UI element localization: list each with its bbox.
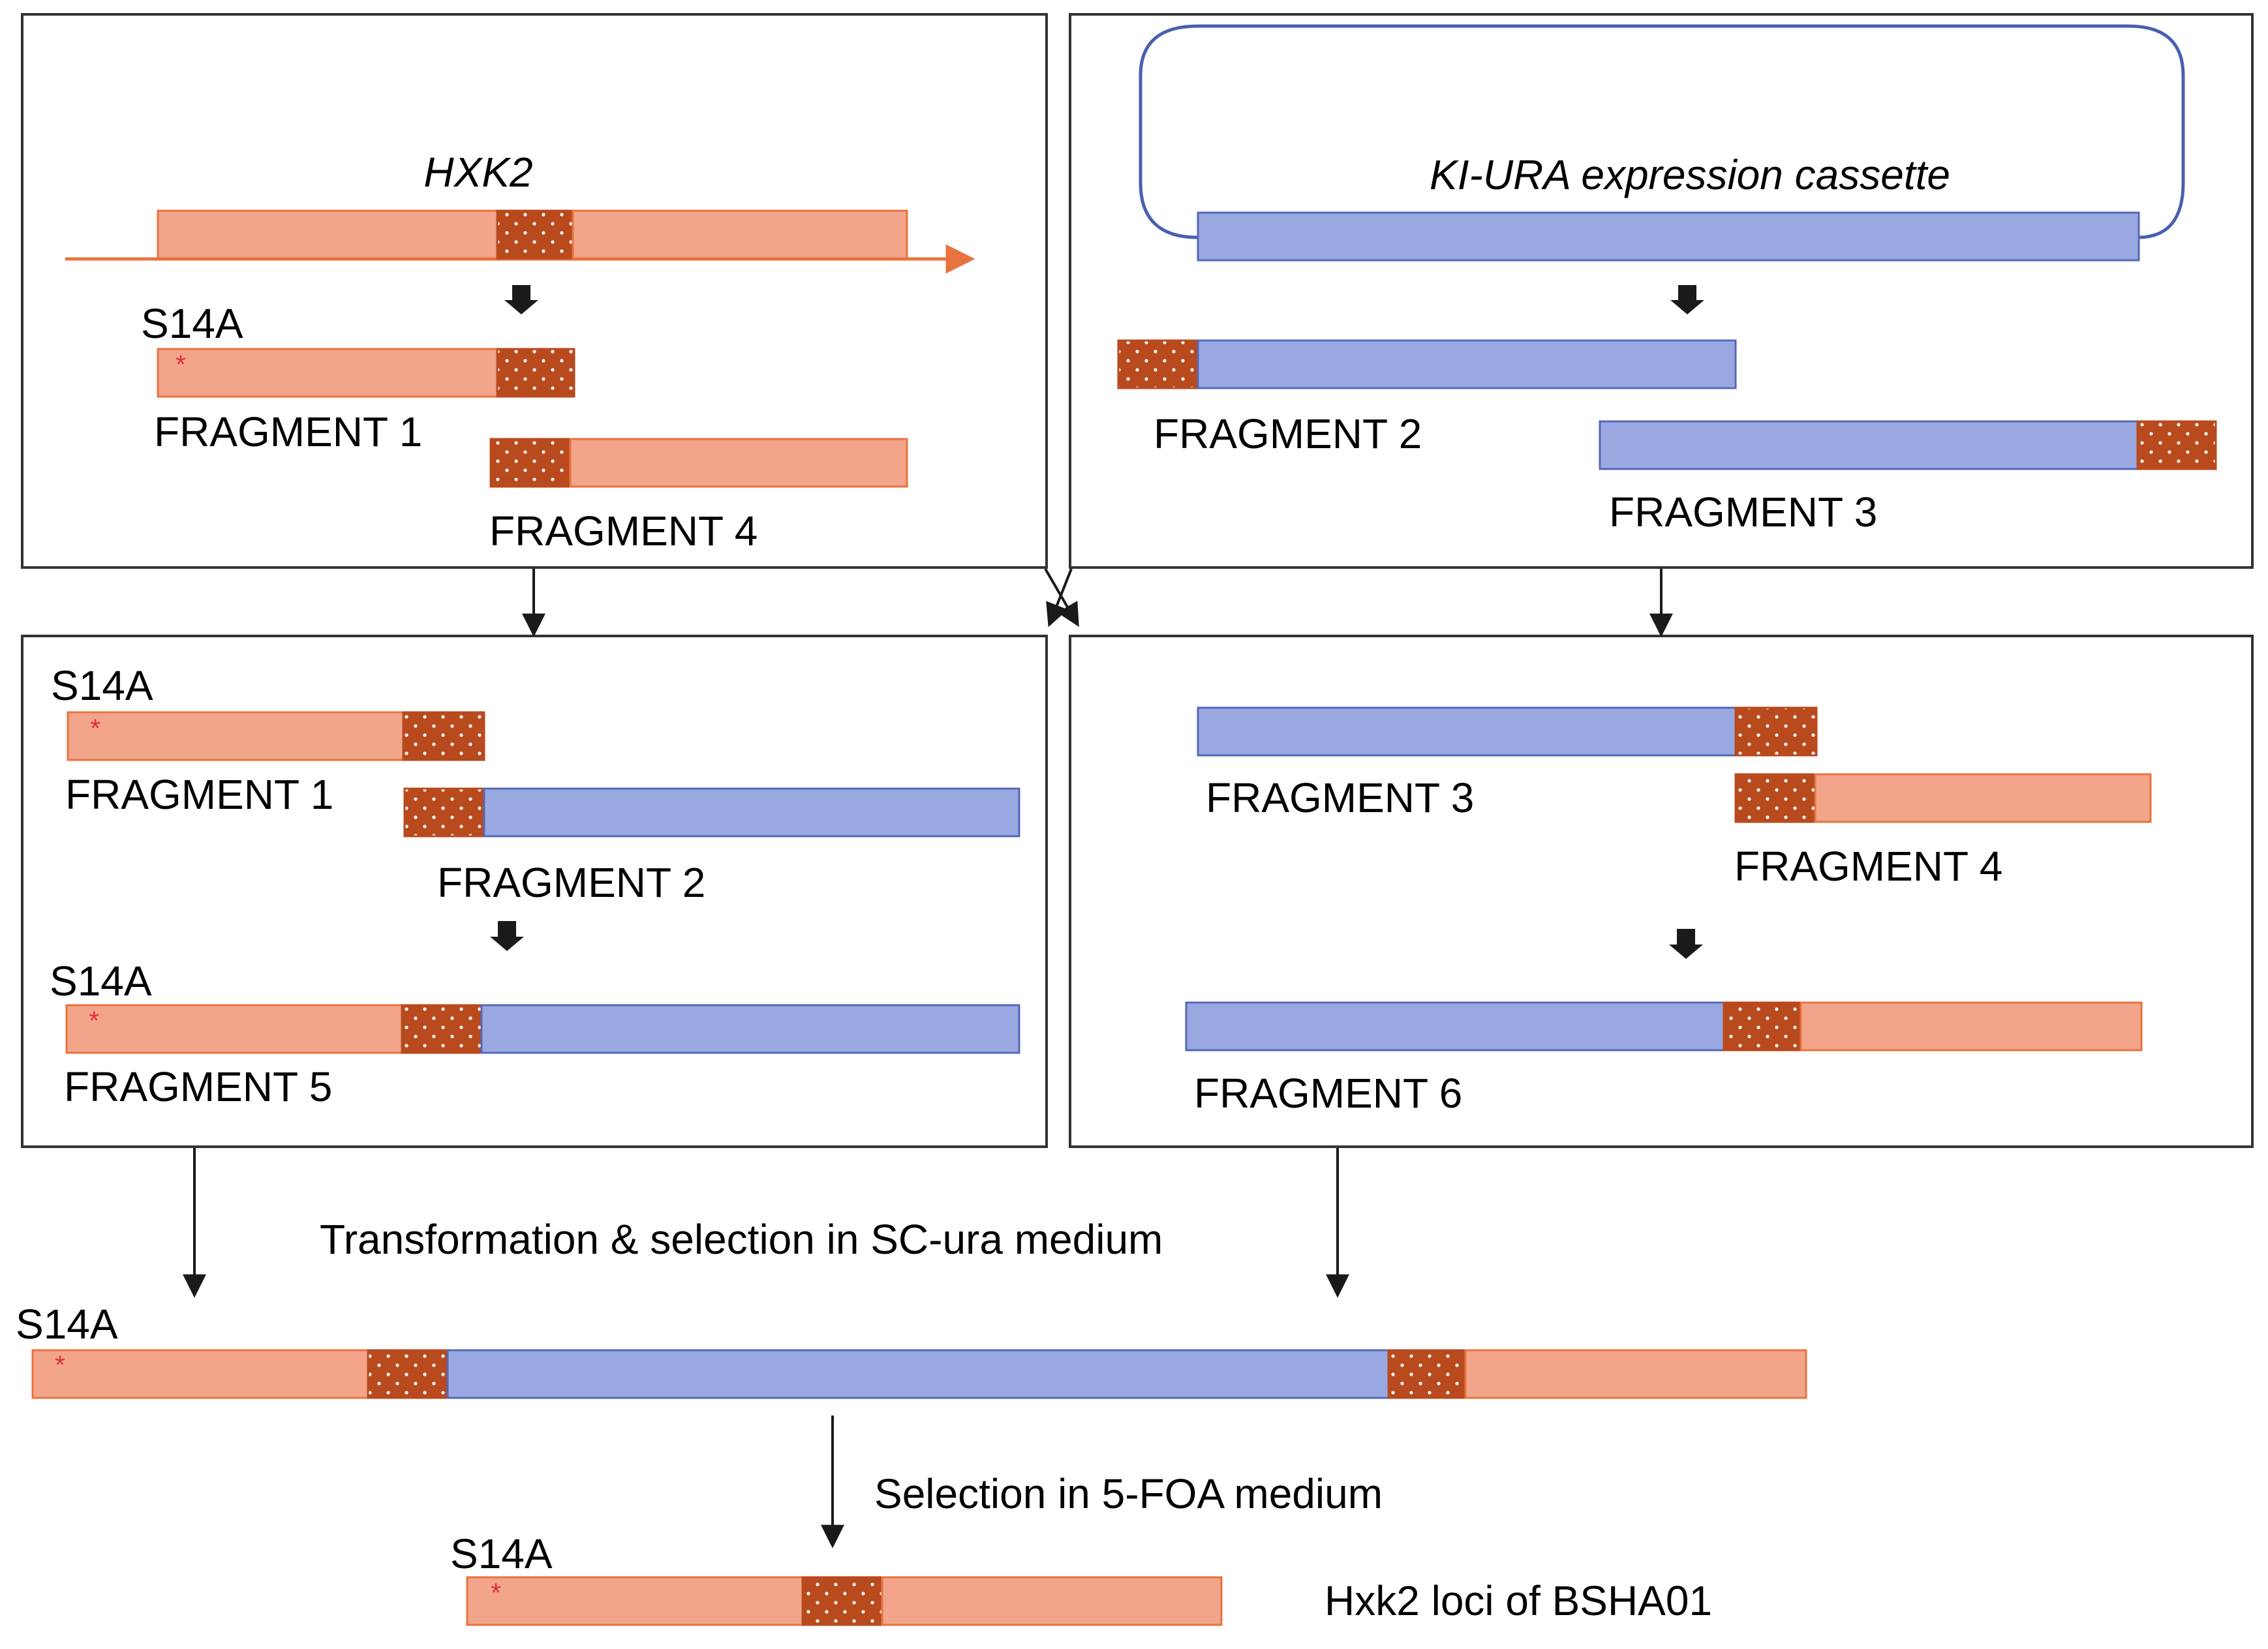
mutation-marker: * [90, 714, 100, 743]
mutation-label-s14a: S14A [450, 1530, 553, 1577]
plasmid-backbone [1139, 24, 2185, 239]
down-arrow-icon [490, 921, 524, 951]
transformation-step-label: Transformation & selection in SC-ura med… [320, 1216, 1163, 1263]
fragment-4-label: FRAGMENT 4 [489, 507, 758, 554]
ki-ura-cassette-bar [1197, 211, 2140, 262]
fragment-4-label: FRAGMENT 4 [1734, 843, 2002, 890]
fragment-1-bar [67, 711, 485, 761]
panel-top-right [1069, 13, 2254, 569]
hxk2-gene-locus [157, 209, 908, 260]
fragment-2-label: FRAGMENT 2 [1154, 410, 1422, 457]
cassette-label: KI-URA expression cassette [1430, 151, 1950, 198]
fragment-2-bar [403, 787, 1020, 838]
mutation-label-s14a: S14A [16, 1301, 118, 1348]
down-arrow-icon [1669, 929, 1703, 959]
mutation-marker: * [491, 1579, 501, 1607]
fragment-2-bar [1117, 339, 1737, 389]
fragment-3-bar [1197, 706, 1818, 757]
fragment-5-label: FRAGMENT 5 [64, 1063, 332, 1110]
fragment-3-bar [1599, 420, 2217, 470]
fragment-1-bar [157, 348, 575, 398]
fragment-4-bar [489, 438, 908, 488]
mutation-marker: * [89, 1006, 99, 1035]
integrated-locus-bar [31, 1349, 1807, 1399]
final-locus-bar [466, 1576, 1223, 1626]
fragment-5-bar [65, 1004, 1020, 1054]
final-locus-label: Hxk2 loci of BSHA01 [1325, 1577, 1712, 1624]
panel-top-left [21, 13, 1048, 569]
fragment-1-label: FRAGMENT 1 [154, 408, 422, 455]
fragment-3-label: FRAGMENT 3 [1206, 774, 1474, 821]
mutation-label-s14a: S14A [51, 662, 153, 709]
mutation-marker: * [176, 350, 186, 379]
down-arrow-icon [1670, 285, 1704, 314]
arrow-cross-to-mid-right [1044, 567, 1079, 628]
gene-label-hxk2: HXK2 [423, 149, 532, 196]
fragment-6-bar [1185, 1001, 2143, 1051]
fragment-4-bar [1734, 773, 2152, 823]
fragment-6-label: FRAGMENT 6 [1194, 1070, 1462, 1117]
down-arrow-icon [504, 285, 538, 314]
mutation-label-s14a: S14A [141, 300, 243, 347]
mutation-label-s14a: S14A [50, 958, 152, 1005]
fragment-1-label: FRAGMENT 1 [65, 771, 333, 818]
foa-selection-label: Selection in 5-FOA medium [874, 1470, 1383, 1517]
fragment-3-label: FRAGMENT 3 [1609, 489, 1877, 536]
fragment-2-label: FRAGMENT 2 [437, 859, 705, 906]
mutation-marker: * [55, 1351, 65, 1380]
